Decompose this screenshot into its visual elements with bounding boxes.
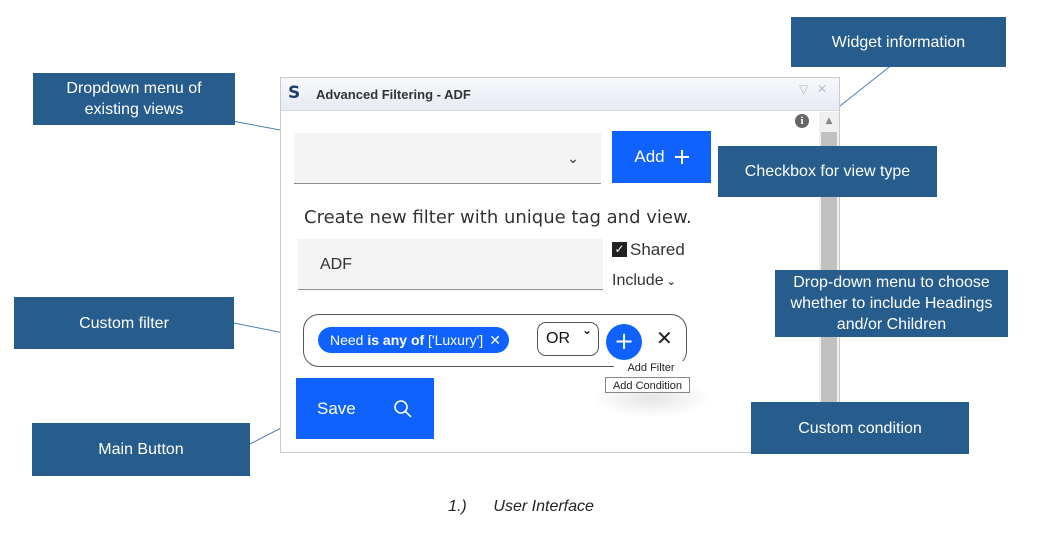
remove-condition-icon[interactable]: ✕ xyxy=(656,326,673,350)
callout-custom-filter: Custom filter xyxy=(14,297,234,349)
chevron-down-icon: ⌄ xyxy=(567,151,579,167)
custom-filter-row: Need is any of ['Luxury'] ✕ OR ⌄ + ✕ xyxy=(303,314,687,367)
info-icon[interactable]: i xyxy=(795,114,809,128)
shared-checkbox[interactable]: ✓ xyxy=(612,242,627,257)
callout-include-menu: Drop-down menu to choose whether to incl… xyxy=(775,270,1008,337)
search-icon xyxy=(394,400,412,418)
menu-item-add-filter[interactable]: Add Filter xyxy=(614,361,688,375)
callout-widget-information: Widget information xyxy=(791,17,1006,67)
save-button-label: Save xyxy=(317,399,356,418)
app-logo-icon: S xyxy=(288,83,301,103)
create-filter-text: Create new filter with unique tag and vi… xyxy=(304,207,692,228)
logic-select-value: OR xyxy=(546,330,570,347)
widget-titlebar: S Advanced Filtering - ADF ▽ ✕ xyxy=(281,78,839,111)
add-condition-button[interactable]: + xyxy=(606,324,642,360)
figure-caption: 1.) User Interface xyxy=(448,498,594,515)
filter-name-value: ADF xyxy=(320,256,352,273)
chip-operator: is any of xyxy=(367,332,425,348)
chevron-down-icon: ⌄ xyxy=(666,275,676,288)
save-button[interactable]: Save xyxy=(296,378,434,439)
advanced-filtering-widget: S Advanced Filtering - ADF ▽ ✕ i ▲ ⌄ Add… xyxy=(280,77,840,453)
include-label: Include xyxy=(612,272,664,289)
shared-label: Shared xyxy=(630,240,685,259)
callout-checkbox-view-type: Checkbox for view type xyxy=(718,146,937,197)
remove-chip-icon[interactable]: ✕ xyxy=(489,331,501,348)
menu-item-add-condition[interactable]: Add Condition xyxy=(605,377,690,393)
chip-field: Need xyxy=(330,332,364,348)
add-button-label: Add xyxy=(634,147,665,166)
views-dropdown[interactable]: ⌄ xyxy=(294,133,601,184)
filter-chip[interactable]: Need is any of ['Luxury'] ✕ xyxy=(318,327,509,353)
logic-select[interactable]: OR ⌄ xyxy=(537,322,599,356)
include-dropdown[interactable]: Include⌄ xyxy=(612,272,676,290)
add-button[interactable]: Add xyxy=(612,131,711,183)
chevron-down-icon: ⌄ xyxy=(581,323,592,337)
close-window-icon[interactable]: ✕ xyxy=(817,82,828,96)
callout-main-button: Main Button xyxy=(32,423,250,476)
minimize-icon[interactable]: ▽ xyxy=(799,82,809,96)
widget-title: Advanced Filtering - ADF xyxy=(316,87,471,102)
chip-value: ['Luxury'] xyxy=(428,332,484,348)
scroll-up-icon[interactable]: ▲ xyxy=(825,116,833,126)
callout-custom-condition: Custom condition xyxy=(751,402,969,454)
callout-dropdown-views: Dropdown menu of existing views xyxy=(33,73,235,125)
filter-name-input[interactable]: ADF xyxy=(298,239,603,290)
plus-icon xyxy=(674,150,689,164)
